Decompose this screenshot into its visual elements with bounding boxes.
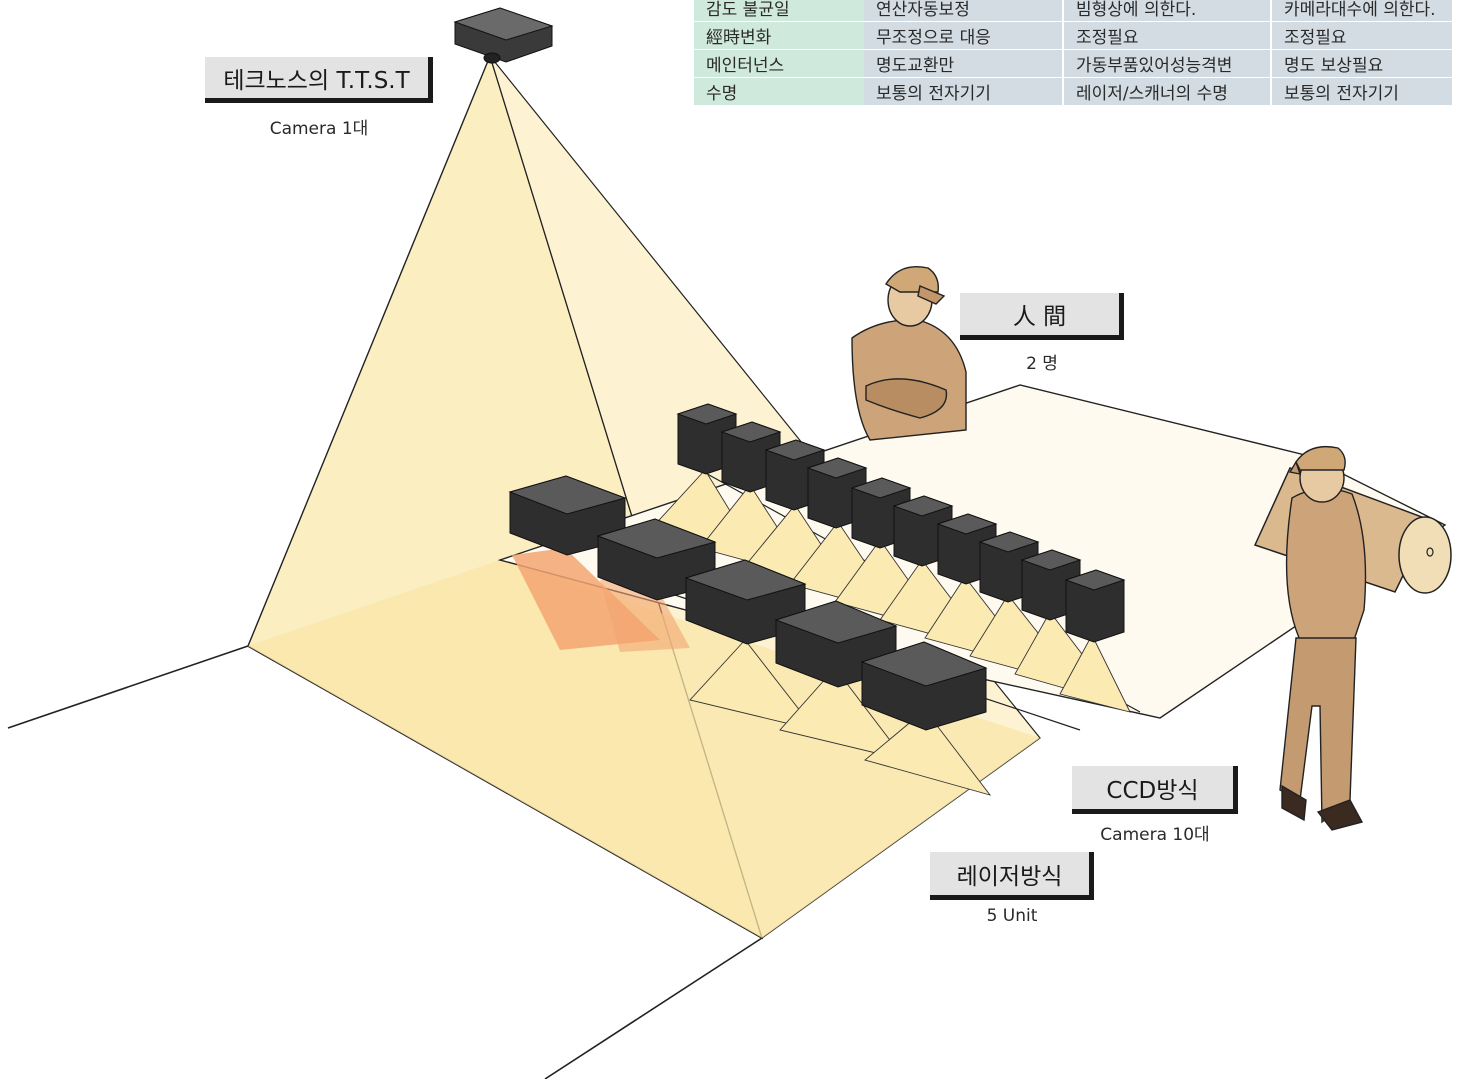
ttst-cell: 무조정으로 대응: [864, 22, 1062, 50]
ttst-sub: Camera 1대: [269, 119, 369, 139]
comparison-table: 감도 불균일 연산자동보정 빔형상에 의한다. 카메라대수에 의한다. 經時변화…: [694, 0, 1452, 106]
row-label: 메인터넌스: [694, 50, 864, 78]
laser-label: 레이저방식: [930, 852, 1094, 900]
human-label: 人 間: [960, 293, 1124, 340]
laser-cell: 가동부품있어성능격변: [1062, 50, 1270, 78]
ccd-camera-10: [1064, 569, 1126, 643]
ttst-cell: 연산자동보정: [864, 0, 1062, 22]
row-label: 經時변화: [694, 22, 864, 50]
table-row: 메인터넌스 명도교환만 가동부품있어성능격변 명도 보상필요: [694, 50, 1452, 78]
laser-title: 레이저방식: [956, 863, 1063, 890]
row-label: 수명: [694, 78, 864, 106]
ccd-sub: Camera 10대: [1100, 825, 1210, 845]
table-row: 감도 불균일 연산자동보정 빔형상에 의한다. 카메라대수에 의한다.: [694, 0, 1452, 22]
laser-unit-5: [860, 641, 988, 731]
row-label: 감도 불균일: [694, 0, 864, 22]
laser-boxes: [508, 475, 988, 731]
laser-cell: 조정필요: [1062, 22, 1270, 50]
ccd-cell: 카메라대수에 의한다.: [1270, 0, 1452, 22]
laser-unit-3: [684, 559, 807, 645]
human-title: 人 間: [1012, 304, 1067, 330]
ttst-camera: [453, 7, 554, 64]
laser-sub: 5 Unit: [986, 906, 1038, 926]
human-sub: 2 명: [1026, 354, 1058, 374]
table-row: 經時변화 무조정으로 대응 조정필요 조정필요: [694, 22, 1452, 50]
laser-unit-1: [508, 475, 627, 556]
ccd-label: CCD방식: [1072, 766, 1238, 814]
ccd-cell: 조정필요: [1270, 22, 1452, 50]
laser-cell: 빔형상에 의한다.: [1062, 0, 1270, 22]
table-row: 수명 보통의 전자기기 레이저/스캐너의 수명 보통의 전자기기: [694, 78, 1452, 106]
worker-right: [1279, 445, 1367, 831]
ccd-title: CCD방식: [1106, 777, 1199, 804]
ttst-cell: 명도교환만: [864, 50, 1062, 78]
worker-center: [851, 266, 967, 441]
laser-beams: [689, 639, 992, 796]
ttst-cell: 보통의 전자기기: [864, 78, 1062, 106]
ccd-cell: 명도 보상필요: [1270, 50, 1452, 78]
ccd-cell: 보통의 전자기기: [1270, 78, 1452, 106]
laser-cell: 레이저/스캐너의 수명: [1062, 78, 1270, 106]
ttst-title: 테크노스의 T.T.S.T: [223, 67, 410, 94]
laser-units: [512, 548, 690, 652]
ccd-cameras: [676, 403, 1126, 643]
ttst-label: 테크노스의 T.T.S.T: [205, 57, 433, 103]
